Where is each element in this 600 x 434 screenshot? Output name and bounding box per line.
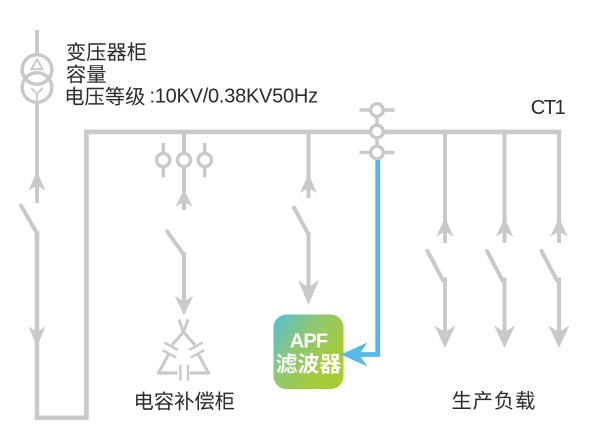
svg-text:CT1: CT1	[531, 97, 566, 119]
svg-text::10KV/0.38KV50Hz: :10KV/0.38KV50Hz	[150, 86, 318, 108]
svg-text:APF: APF	[290, 331, 328, 353]
